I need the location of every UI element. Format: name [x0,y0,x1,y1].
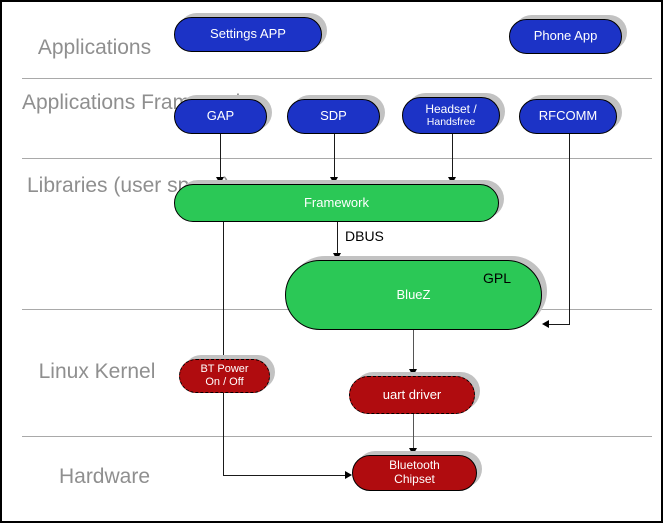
layer-label-hardware-text: Hardware [58,465,151,488]
edge-gap-to-framework [220,134,221,179]
node-headset-label-line2: Handsfree [426,116,476,129]
node-phone-app: Phone App [509,19,622,54]
node-rfcomm-label: RFCOMM [538,108,598,124]
edge-sdp-to-framework [334,134,335,179]
edge-label-dbus: DBUS [345,228,384,244]
edge-label-dbus-text: DBUS [345,228,384,244]
divider-applications [22,78,652,79]
node-framework: Framework [174,184,499,222]
node-rfcomm: RFCOMM [519,99,617,134]
node-sdp: SDP [287,99,380,134]
node-bt-power-label-line1: BT Power [200,363,249,376]
layer-label-linux-kernel-text: Linux Kernel [38,360,156,383]
layer-label-applications-framework-line1: Applications [22,91,136,114]
node-framework-label: Framework [303,194,369,210]
layer-label-libraries-line1: Libraries [27,174,108,197]
arrowhead-btpower-chipset [345,471,352,479]
arrowhead-sdp-framework [330,177,338,184]
node-bluez-label: BlueZ [396,286,431,302]
node-uart-driver: uart driver [349,376,475,414]
node-sdp-label: SDP [320,108,347,124]
layer-label-hardware: Hardware [32,463,177,490]
node-settings-app: Settings APP [174,17,322,52]
node-bt-power-label-line2: On / Off [205,376,244,388]
edge-framework-to-bluez [337,222,338,254]
arrowhead-uart-chipset [409,448,417,455]
arrowhead-rfcomm-bluez [542,320,549,328]
divider-framework [22,158,652,159]
arrowhead-gap-framework [216,177,224,184]
node-uart-driver-label: uart driver [382,386,442,402]
edge-btpower-chipset-horizontal [223,475,347,476]
gpl-badge: GPL [482,270,511,286]
arrowhead-headset-framework [448,177,456,184]
layer-label-applications: Applications [22,34,167,61]
layer-label-linux-kernel: Linux Kernel [22,358,172,385]
layer-label-applications-text: Applications [37,36,152,59]
node-headset-label-line1: Headset / [425,101,477,116]
divider-kernel [22,436,652,437]
layer-label-libraries: Libraries (user space) [27,172,230,199]
edge-uart-to-chipset [413,414,414,450]
node-bt-power: BT Power On / Off [179,359,270,393]
arrowhead-framework-bluez [333,253,341,260]
layer-label-applications-framework: Applications Framework [22,89,246,116]
node-bluez: BlueZ GPL [285,260,542,330]
node-chipset-label-line2: Chipset [394,472,435,486]
node-gap-label: GAP [206,108,235,124]
node-gap: GAP [174,99,267,134]
node-chipset-label-line1: Bluetooth [389,458,440,473]
node-settings-app-label: Settings APP [210,26,286,42]
edge-rfcomm-horizontal [548,324,570,325]
edge-rfcomm-vertical [569,134,570,324]
node-bluetooth-chipset: Bluetooth Chipset [352,455,477,491]
arrowhead-bluez-uart [409,369,417,376]
edge-headset-to-framework [452,134,453,179]
edge-bluez-to-uart [413,330,414,372]
edge-framework-btpower-vertical [223,222,224,475]
node-phone-app-label: Phone App [533,28,598,44]
node-headset-handsfree: Headset / Handsfree [402,97,500,134]
